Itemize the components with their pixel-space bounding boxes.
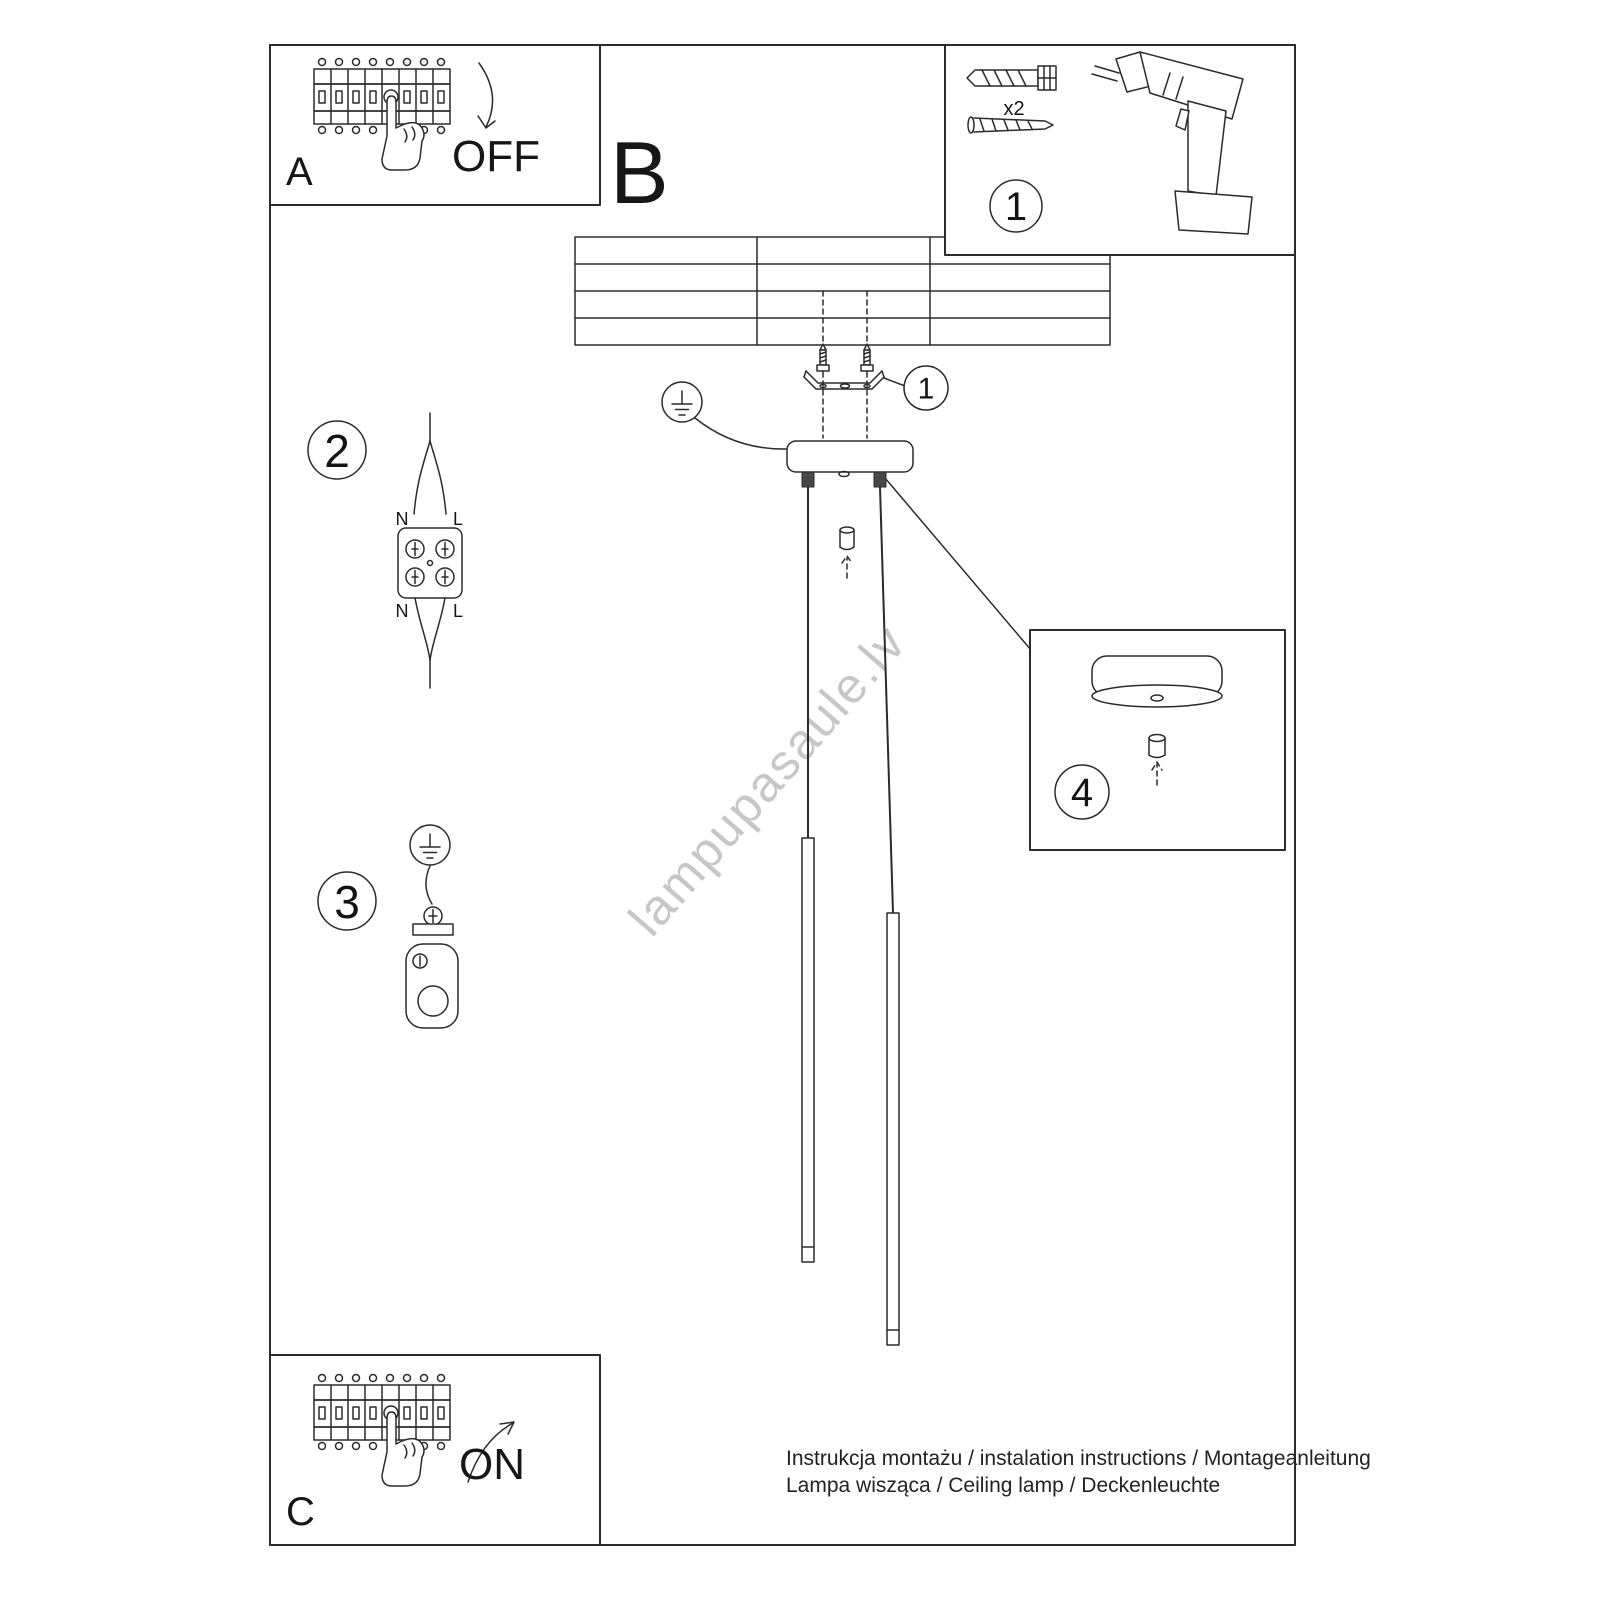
- quantity-label: x2: [1003, 98, 1024, 120]
- footer-line-2: Lampa wisząca / Ceiling lamp / Deckenleu…: [786, 1474, 1221, 1497]
- screw-arrow-up-icon-detail: [1151, 761, 1163, 786]
- callout-1-leader: [883, 377, 906, 387]
- step4-circle: [1054, 764, 1110, 820]
- cable-ring: [417, 985, 449, 1017]
- cable-gland-right: [873, 471, 887, 488]
- step3-ground-connection: [317, 824, 459, 1029]
- panel-a-box: [269, 44, 601, 206]
- step1-circle: [989, 179, 1043, 233]
- callout-1-number: 1: [918, 373, 935, 406]
- footer-line-1: Instrukcja montażu / instalation instruc…: [786, 1447, 1371, 1470]
- canopy-detail-screw: [1148, 733, 1166, 759]
- detail-leader-line: [884, 477, 1032, 651]
- step4-number: 4: [1071, 771, 1093, 815]
- wall-plug-icon: [966, 65, 1057, 91]
- screw-icon: [967, 116, 1054, 134]
- canopy: [786, 440, 914, 488]
- step2-wiring-diagram: [307, 412, 463, 689]
- canopy-screw: [839, 526, 855, 551]
- step2-circle: [307, 420, 367, 480]
- pendant-tube-left: [801, 837, 815, 1263]
- step3-number: 3: [334, 876, 360, 928]
- terminal-label-n-bottom: N: [396, 601, 409, 621]
- off-label: OFF: [452, 132, 540, 181]
- mounting-bracket: [803, 370, 885, 390]
- canopy-center-hole: [838, 470, 850, 478]
- mounting-screw-right: [860, 343, 874, 372]
- step3-circle: [317, 871, 377, 931]
- ground-icon-step3: [409, 824, 451, 866]
- pendant-cable-right: [879, 486, 894, 914]
- drill-icon: [1091, 51, 1253, 235]
- panel-a-label: A: [286, 150, 313, 194]
- panel-c-label: C: [286, 1490, 315, 1534]
- screw-arrow-up-icon: [841, 555, 853, 579]
- on-label: ON: [459, 1440, 525, 1489]
- on-arrow-icon: [467, 1421, 515, 1483]
- main-frame: [269, 44, 1296, 1546]
- ground-icon: [661, 381, 703, 423]
- mounting-screw-left: [816, 343, 830, 372]
- terminal-label-l-top: L: [453, 509, 463, 529]
- pendant-tube-right: [886, 912, 900, 1346]
- cable-gland-left: [801, 471, 815, 488]
- callout-1-circle: [903, 365, 949, 411]
- ground-wire: [694, 417, 788, 450]
- footer-text: Instrukcja montażu / instalation instruc…: [786, 1445, 1371, 1499]
- ceiling-drawing: [574, 236, 1111, 346]
- step2-number: 2: [324, 425, 350, 477]
- off-arrow-icon: [477, 62, 496, 129]
- panel-b-label: B: [610, 123, 669, 222]
- ground-bracket: [412, 923, 454, 936]
- screw-guide-lines: [822, 290, 868, 439]
- terminal-label-n-top: N: [396, 509, 409, 529]
- canopy-detail: [1091, 655, 1223, 708]
- step1-number: 1: [1005, 185, 1027, 229]
- panel-c-box: [269, 1354, 601, 1546]
- terminal-label-l-bottom: L: [453, 601, 463, 621]
- terminal-block: [397, 527, 463, 599]
